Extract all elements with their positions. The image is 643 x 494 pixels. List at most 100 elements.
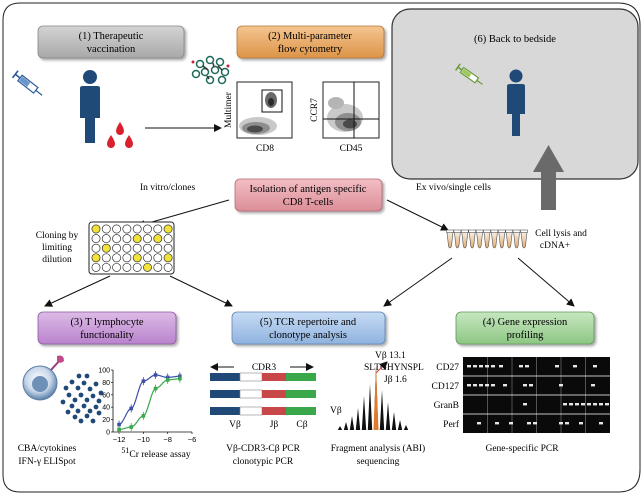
data-point [153, 373, 158, 377]
step1-line1: (1) Therapeutic [79, 31, 144, 42]
well [91, 253, 101, 263]
cloning-line2: limiting [42, 243, 72, 253]
cytokine-dot [93, 404, 99, 410]
gel-band [519, 365, 523, 368]
flow2-xlabel: CD45 [340, 144, 363, 154]
gel-band [591, 384, 595, 387]
well [153, 234, 163, 244]
cytokine-dot [72, 397, 78, 403]
step5-line2: clonotype analysis [269, 330, 347, 341]
gel-band [593, 365, 597, 368]
caption-pcr-line2: clonotypic PCR [233, 457, 294, 467]
gel-band [587, 403, 591, 406]
flow-plot-cd45 [322, 81, 380, 139]
caption-frag-line2: sequencing [357, 457, 400, 467]
cytokine-dot [84, 373, 90, 379]
step1-box [37, 25, 185, 59]
gel-band [491, 384, 495, 387]
well [153, 253, 163, 263]
cb-segment-label: Cβ [296, 420, 307, 430]
fragment-vb-label: Vβ [330, 406, 342, 416]
xtick-label: −8 [163, 435, 172, 444]
vb-segment-label: Vβ [229, 420, 241, 430]
step2-line2: flow cytometry [278, 44, 343, 55]
caption-pcr-line1: Vβ-CDR3-Cβ PCR [226, 444, 300, 454]
well [163, 224, 173, 234]
ytick-label: 80 [102, 380, 110, 387]
cytokine-dot [87, 386, 93, 392]
cytokine-dot [72, 414, 78, 420]
ytick-label: 0 [106, 430, 110, 437]
data-point [178, 376, 182, 381]
gel-band [581, 403, 585, 406]
isolation-box [234, 178, 383, 212]
cytokine-dot [65, 409, 71, 415]
cytokine-dot [75, 385, 81, 391]
gel-band [473, 384, 477, 387]
gel-band [529, 384, 533, 387]
ytick-label: 40 [102, 405, 110, 412]
fragment-analysis-plot: Vβ 13.1 SLTGHYNSPL Jβ 1.6 Vβ [330, 351, 424, 430]
series-line [118, 374, 180, 426]
cytokine-dot [90, 393, 96, 399]
well [112, 253, 122, 263]
gel-band [527, 422, 531, 425]
sequence-label: SLTGHYNSPL [364, 363, 424, 373]
well [101, 262, 111, 272]
arrow-tubes-to-4 [517, 257, 575, 307]
data-point [117, 422, 121, 427]
pcr-tube [454, 231, 461, 249]
well [112, 243, 122, 253]
well [91, 224, 101, 234]
well [132, 262, 142, 272]
cytokine-dot [84, 397, 90, 403]
data-point [141, 414, 146, 418]
ytick-label: 20 [102, 417, 110, 424]
pcr-tube [468, 231, 476, 249]
pcr-tubes [446, 229, 528, 249]
step5-line1: (5) TCR repertoire and [260, 317, 357, 328]
well [153, 262, 163, 272]
person-icon [80, 70, 100, 143]
step3-line2: functionality [80, 330, 134, 341]
cytokine-dot [76, 373, 82, 379]
well [112, 224, 122, 234]
well [153, 243, 163, 253]
pcr-tube [520, 231, 528, 249]
cloning-line3: dilution [42, 255, 72, 265]
cytokine-dot [90, 418, 96, 424]
caption-cr: 51Cr release assay [121, 446, 190, 460]
gel-band [485, 365, 489, 368]
gene-label: GranB [434, 401, 459, 411]
gel-band [491, 365, 495, 368]
step3-box [37, 311, 177, 345]
gel-band [563, 403, 567, 406]
jb-segment-label: Jβ [270, 420, 279, 430]
lysis-line1: Cell lysis and [535, 229, 587, 239]
cytokine-dot [78, 418, 84, 424]
gel-band [573, 365, 577, 368]
ytick-label: 60 [102, 392, 110, 399]
well [132, 243, 142, 253]
branch-in-vitro: In vitro/clones [140, 183, 195, 193]
gel-band [575, 403, 579, 406]
step4-box [455, 311, 595, 345]
xtick-label: −6 [188, 435, 197, 444]
well [163, 262, 173, 272]
vb131-label: Vβ 13.1 [375, 351, 406, 361]
gel-band [473, 365, 477, 368]
syringe-icon [454, 63, 483, 85]
step4-line1: (4) Gene expression [483, 317, 568, 328]
flow2-ylabel: CCR7 [310, 98, 320, 122]
bedside-panel: (6) Back to bedside [391, 8, 639, 180]
cytokine-dot [69, 403, 75, 409]
flow1-ylabel: Multimer [224, 91, 234, 128]
cdr3-label: CDR3 [252, 363, 277, 373]
caption-cba-line1: CBA/cytokines [18, 444, 77, 454]
gene-label: Perf [443, 419, 460, 430]
data-point [129, 406, 134, 411]
pcr-tube [476, 231, 483, 249]
cytokine-dot [93, 381, 99, 387]
